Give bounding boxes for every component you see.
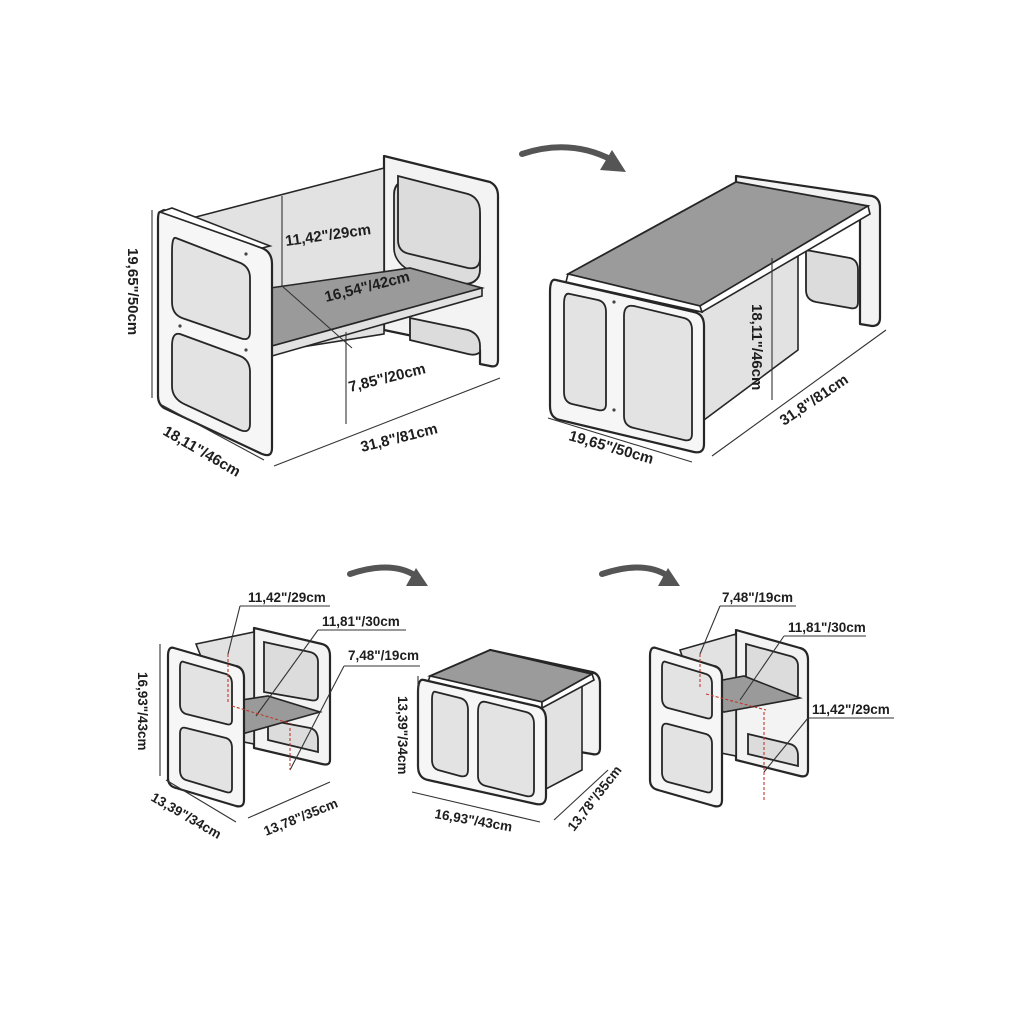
low-chair-backrest-label: 7,48"/19cm (722, 590, 793, 605)
bench-seat-height-label: 7,85"/20cm (347, 360, 428, 396)
low-chair-seat-height-label: 11,42"/29cm (812, 702, 890, 717)
small-table-width-label: 16,93"/43cm (433, 806, 513, 834)
small-table-height-label: 13,39"/34cm (395, 696, 410, 774)
table-illustration (547, 174, 887, 463)
high-chair-seat-height-label: 7,48"/19cm (348, 648, 419, 663)
high-chair-illustration (159, 605, 420, 823)
high-chair-width-label: 13,78"/35cm (262, 795, 340, 838)
table-height-label: 18,11"/46cm (748, 304, 765, 390)
high-chair-seat-width-label: 11,81"/30cm (322, 614, 400, 629)
bench-height-label: 19,65"/50cm (124, 248, 141, 335)
bench-illustration (151, 154, 501, 467)
bench-width-label: 31,8"/81cm (359, 420, 440, 456)
transform-arrow-icon (599, 564, 680, 586)
high-chair-backrest-label: 11,42"/29cm (248, 590, 326, 605)
transform-arrow-icon (347, 564, 428, 586)
transform-arrow-icon (519, 144, 626, 172)
table-width-label: 31,8"/81cm (777, 371, 852, 429)
low-chair-seat-width-label: 11,81"/30cm (788, 620, 866, 635)
low-chair-illustration (648, 605, 894, 808)
small-table-illustration (411, 648, 609, 823)
high-chair-height-label: 16,93"/43cm (135, 672, 150, 750)
